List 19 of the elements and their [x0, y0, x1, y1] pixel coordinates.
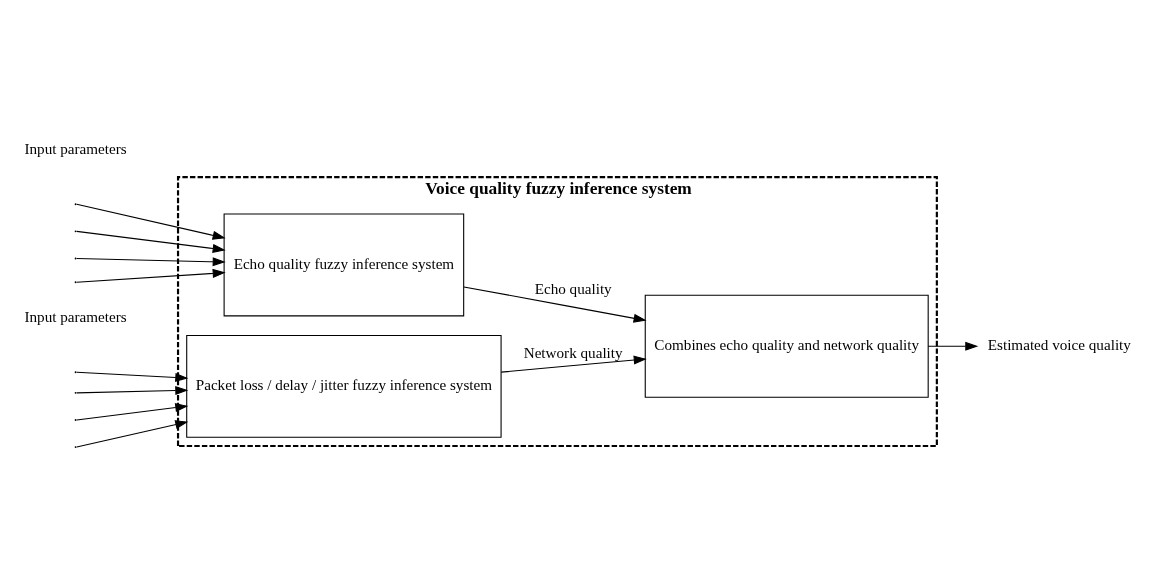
arrow — [76, 256, 226, 266]
arrow — [76, 402, 189, 420]
arrow — [76, 385, 189, 395]
arrow — [76, 371, 189, 382]
node-text: Estimated voice quality — [987, 335, 1131, 353]
arrow — [76, 268, 226, 283]
arrow — [500, 355, 647, 373]
node-box: Packet loss / delay / jitter fuzzy inference system — [186, 334, 502, 438]
arrow — [76, 203, 226, 240]
arrow — [463, 285, 647, 323]
edge-label: Echo quality — [534, 279, 612, 297]
node-box: Combines echo quality and network quality — [644, 294, 929, 398]
node-box: Echo quality fuzzy inference system — [223, 212, 465, 316]
label: Input parameters — [24, 139, 127, 157]
arrow — [76, 230, 226, 253]
arrow — [927, 341, 979, 351]
label: Input parameters — [24, 307, 127, 325]
edge-label: Network quality — [523, 343, 623, 361]
arrow — [76, 419, 189, 448]
